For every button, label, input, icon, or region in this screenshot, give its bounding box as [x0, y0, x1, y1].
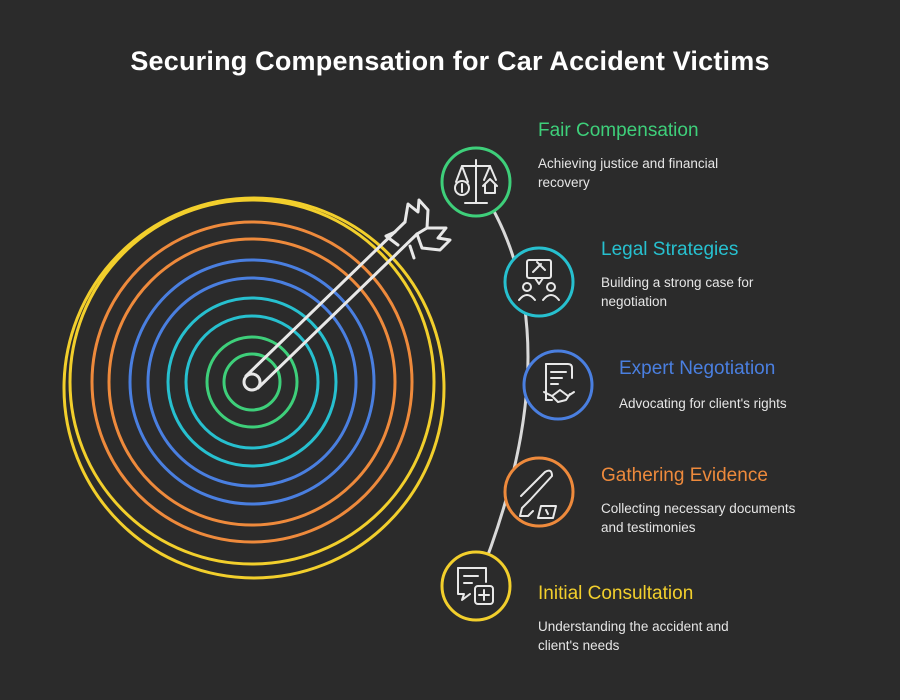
step-desc-legal-strategies: Building a strong case for negotiation [601, 275, 754, 309]
arrow [242, 198, 452, 392]
step-desc-initial-consultation: Understanding the accident and client's … [538, 619, 729, 653]
scalpel-evidence-icon [519, 469, 557, 519]
ring-yellow-outer [62, 196, 446, 580]
ring-green-inner [222, 352, 282, 412]
diagram-title: Securing Compensation for Car Accident V… [130, 46, 770, 76]
target-rings [62, 196, 446, 580]
ring-teal-inner [184, 314, 320, 450]
step-circle-legal-strategies [503, 246, 575, 318]
step-circle-initial-consultation [440, 550, 512, 622]
step-circle-fair-compensation [440, 146, 512, 218]
step-desc-gathering-evidence: Collecting necessary documents and testi… [601, 501, 796, 535]
contract-handshake-icon [543, 363, 575, 403]
ring-green-outer [205, 335, 299, 429]
step-circle-gathering-evidence [503, 456, 575, 528]
ring-teal-outer [166, 296, 338, 468]
step-desc-fair-compensation: Achieving justice and financial recovery [538, 156, 719, 190]
medical-chat-icon [457, 567, 494, 605]
timeline-arc [474, 181, 530, 587]
ring-blue-outer [128, 258, 376, 506]
step-title-fair-compensation: Fair Compensation [538, 120, 699, 141]
step-title-initial-consultation: Initial Consultation [538, 583, 694, 604]
step-title-expert-negotiation: Expert Negotiation [619, 358, 776, 379]
step-title-gathering-evidence: Gathering Evidence [601, 465, 768, 486]
step-circle-expert-negotiation [522, 349, 594, 421]
ring-blue-inner [146, 276, 358, 488]
ring-yellow-inner [68, 198, 436, 566]
step-title-legal-strategies: Legal Strategies [601, 239, 739, 260]
ring-orange-outer [90, 220, 414, 544]
ring-orange-inner [107, 237, 397, 527]
step-desc-expert-negotiation: Advocating for client's rights [619, 396, 787, 411]
gavel-discussion-icon [518, 259, 560, 301]
scales-of-justice-icon [454, 159, 498, 204]
